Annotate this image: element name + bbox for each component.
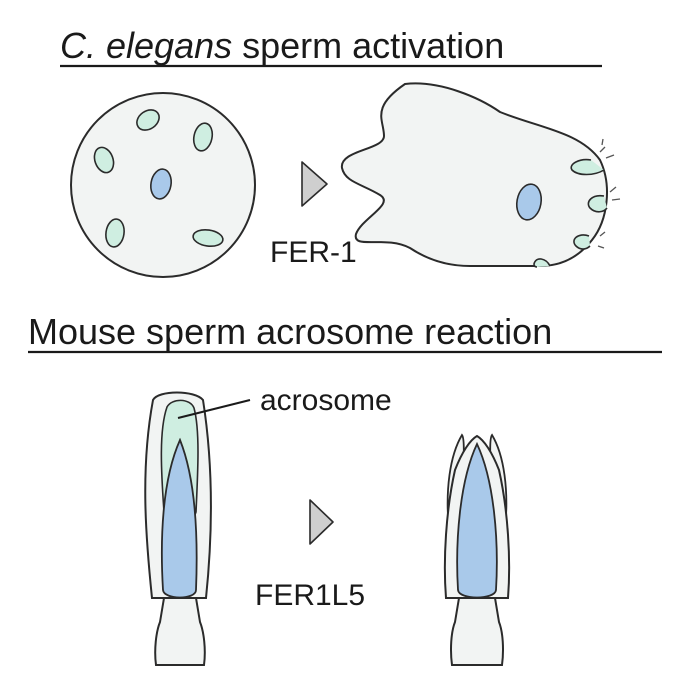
round-sperm-cell	[70, 92, 256, 278]
activated-sperm-cell	[340, 82, 621, 268]
top-title-italic: C. elegans	[60, 25, 232, 66]
acrosome-callout-line	[177, 399, 251, 419]
round-cell-nucleus	[150, 168, 172, 200]
fused-vesicle	[570, 158, 605, 176]
top-title-rest: sperm activation	[232, 25, 504, 66]
activated-cell-nucleus	[515, 183, 543, 221]
intact-nucleus	[160, 437, 198, 599]
intact-sperm-head	[144, 391, 212, 666]
top-process-arrow	[301, 161, 328, 207]
bottom-section-title: Mouse sperm acrosome reaction	[28, 311, 552, 352]
reacted-neck	[450, 597, 504, 666]
fused-vesicle	[573, 234, 591, 250]
bottom-process-arrow	[309, 499, 334, 545]
round-cell-vesicle	[105, 218, 125, 248]
top-section-title: C. elegans sperm activation	[60, 25, 504, 66]
top-protein-label: FER-1	[270, 236, 357, 269]
activated-cell-body	[340, 82, 608, 267]
fused-vesicle	[587, 194, 608, 213]
round-cell-vesicle	[192, 122, 214, 152]
bottom-protein-label: FER1L5	[255, 579, 365, 612]
round-cell-vesicle	[136, 109, 160, 131]
fused-vesicle	[533, 258, 551, 268]
acrosome-callout-label: acrosome	[260, 384, 392, 417]
round-cell-vesicle	[93, 146, 115, 174]
intact-neck	[154, 597, 206, 666]
round-cell-vesicle	[192, 229, 224, 247]
release-dashes	[597, 138, 621, 249]
reacted-nucleus	[456, 441, 498, 599]
reacted-sperm-head	[443, 433, 511, 666]
